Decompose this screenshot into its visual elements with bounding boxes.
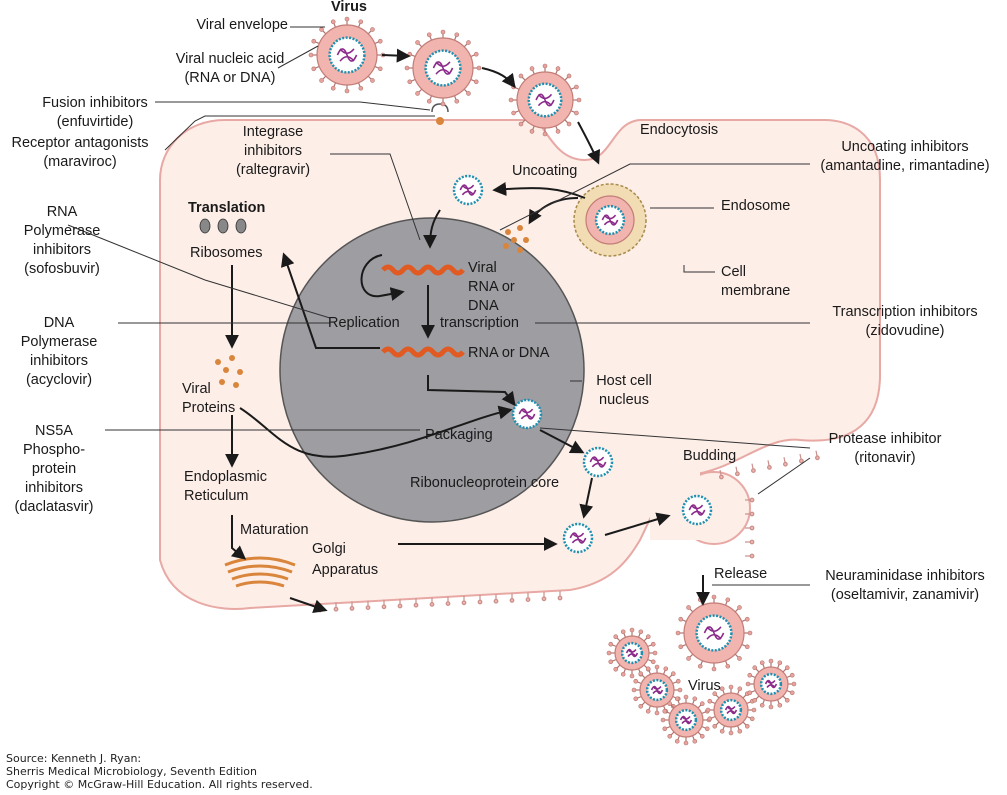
endosome-label: Endosome [721,198,791,214]
ns5a-inhibitors-label-3: protein [31,461,77,477]
rna-polymerase-inhibitors-label-2: Polymerase [23,223,101,239]
maturation-label: Maturation [240,522,309,538]
viral-rna-label-2: RNA or [468,279,515,295]
rna-strand-transcript [381,346,465,358]
protease-inhibitor-label: Protease inhibitor [828,431,942,447]
flow-arrows [225,48,710,613]
release-label: Release [714,566,768,582]
transcription-label: transcription [440,315,519,331]
rna-polymerase-inhibitors-label-3: inhibitors [32,242,92,258]
host-cell-nucleus-label-2: nucleus [599,392,649,408]
maturing-capsid [562,522,594,554]
credit-line-1: Source: Kenneth J. Ryan: [6,752,142,765]
rna-strand-viral [381,264,465,276]
membrane-spikes [317,450,820,613]
viral-proteins-label: Viral [182,381,211,397]
ns5a-inhibitors-drug: (daclatasvir) [14,499,94,515]
ns5a-inhibitors-label: NS5A [35,423,73,439]
fusion-receptor [431,103,449,125]
fusion-inhibitors-label: Fusion inhibitors [42,95,148,111]
virion-entry-2 [404,29,482,107]
leader-lines [67,26,811,586]
virus-top-label: Virus [330,0,367,15]
receptor-antagonists-drug: (maraviroc) [43,154,117,170]
virion-entry-1 [308,16,386,94]
released-virion-4 [705,684,757,736]
ns5a-inhibitors-label-4: inhibitors [24,480,84,496]
dna-polymerase-inhibitors-label-3: inhibitors [29,353,89,369]
dna-polymerase-inhibitors-label-2: Polymerase [20,334,98,350]
ribonucleoprotein-core-label: Ribonucleoprotein core [410,475,560,491]
neuraminidase-inhibitors-drug: (oseltamivir, zanamivir) [830,587,980,603]
released-virion-3 [660,694,712,746]
dna-polymerase-inhibitors-label: DNA [43,315,75,331]
viral-nucleic-acid-sub: (RNA or DNA) [184,70,276,86]
budding-virion [681,494,713,526]
credit-line-3: Copyright © McGraw-Hill Education. All r… [6,778,313,791]
host-cell-nucleus-label: Host cell [596,373,652,389]
viral-protein-dots [215,225,529,388]
released-virion-large [675,594,753,672]
endocytosis-label: Endocytosis [640,122,719,138]
released-virion-1 [606,627,658,679]
uncoated-capsid [452,174,484,206]
endoplasmic-reticulum-label: Endoplasmic [184,469,268,485]
fusion-inhibitors-drug: (enfuvirtide) [56,114,134,130]
virus-bottom-label: Virus [688,678,721,694]
endosome-virion [585,195,635,245]
uncoating-inhibitors-label: Uncoating inhibitors [841,139,969,155]
viral-proteins-label-2: Proteins [182,400,236,416]
golgi-apparatus [224,556,296,588]
packaging-label: Packaging [425,427,493,443]
ribonucleoprotein-core-virion [582,446,614,478]
rna-or-dna-label: RNA or DNA [468,345,550,361]
integrase-inhibitors-label: Integrase [242,124,304,140]
protease-inhibitor-drug: (ritonavir) [854,450,916,466]
uncoating-label: Uncoating [512,163,578,179]
budding-label: Budding [683,448,737,464]
golgi-label-2: Apparatus [312,562,379,578]
dna-polymerase-inhibitors-drug: (acyclovir) [25,372,93,388]
viral-rna-label-3: DNA [468,298,499,314]
viral-rna-label: Viral [468,260,497,276]
integrase-inhibitors-label-2: inhibitors [243,143,303,159]
uncoating-inhibitors-drug: (amantadine, rimantadine) [820,158,990,174]
rna-polymerase-inhibitors-drug: (sofosbuvir) [24,261,100,277]
ribosome-icons [199,218,247,234]
cell-membrane-label: Cell [721,264,746,280]
ribosomes-label: Ribosomes [190,245,263,261]
packaged-capsid [511,398,543,430]
endoplasmic-reticulum-label-2: Reticulum [184,488,249,504]
viral-envelope-label: Viral envelope [196,17,288,33]
credit-line-2: Sherris Medical Microbiology, Seventh Ed… [6,765,257,778]
golgi-label: Golgi [312,541,346,557]
neuraminidase-inhibitors-label: Neuraminidase inhibitors [825,568,985,584]
viral-nucleic-acid-label: Viral nucleic acid [175,51,285,67]
host-cell-nucleus [279,217,585,523]
released-virion-5 [745,658,797,710]
rna-polymerase-inhibitors-label: RNA [46,204,78,220]
virion-entry-3 [508,63,582,137]
cell-membrane-label-2: membrane [721,283,791,299]
transcription-inhibitors-label: Transcription inhibitors [832,304,978,320]
translation-label: Translation [188,200,266,216]
receptor-antagonists-label: Receptor antagonists [11,135,149,151]
ns5a-inhibitors-label-2: Phospho- [22,442,86,458]
transcription-inhibitors-drug: (zidovudine) [865,323,945,339]
replication-label: Replication [328,315,400,331]
released-virion-2 [631,664,683,716]
source-credit: Source: Kenneth J. Ryan: Sherris Medical… [6,752,313,791]
integrase-inhibitors-drug: (raltegravir) [235,162,311,178]
